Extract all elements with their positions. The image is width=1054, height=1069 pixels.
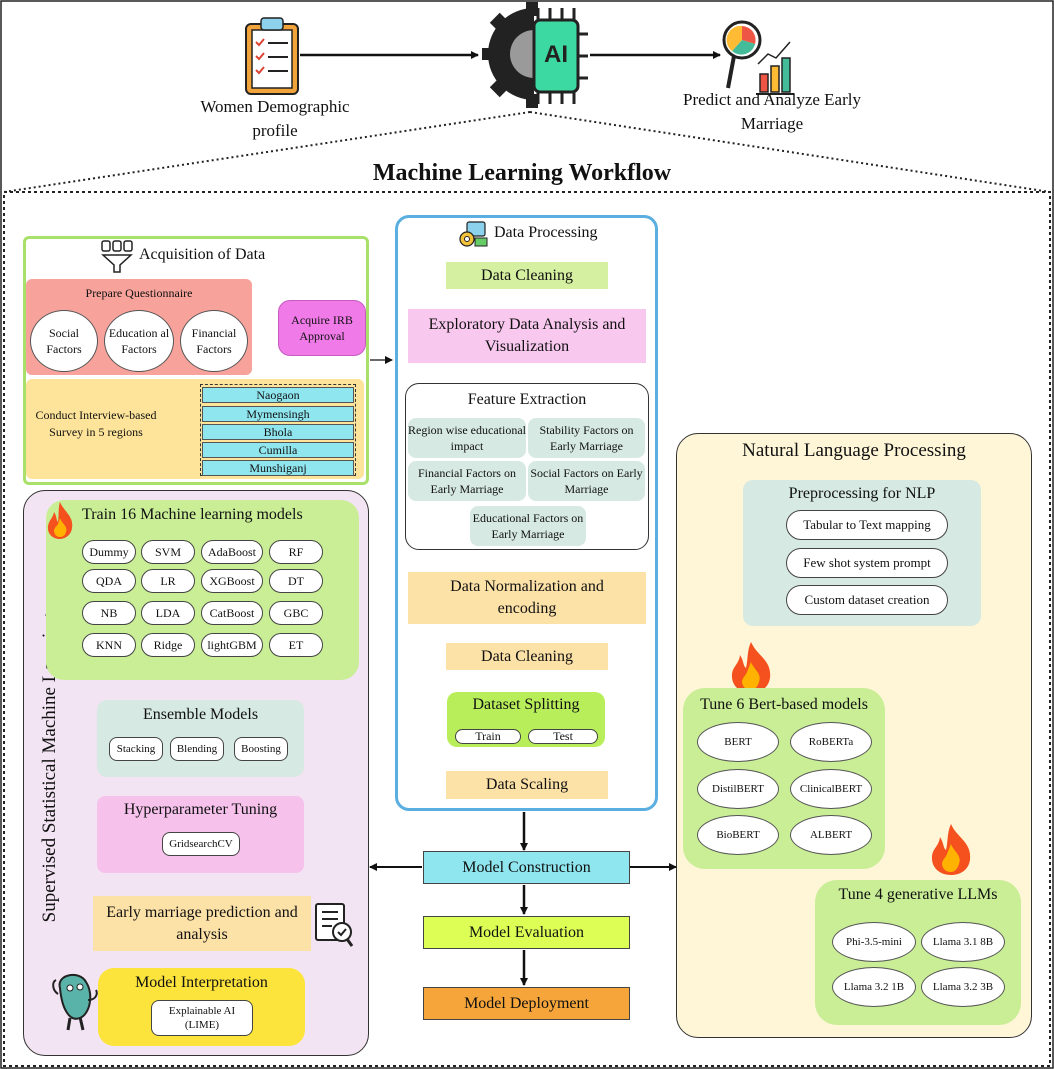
model-chip: DT — [269, 569, 323, 593]
nlp-title: Natural Language Processing — [742, 440, 966, 461]
factor-educational: Education al Factors — [104, 310, 174, 372]
ensemble-title: Ensemble Models — [142, 706, 259, 723]
train-split: Train — [455, 729, 521, 744]
feature-item: Region wise educational impact — [408, 418, 526, 458]
region-item: Cumilla — [202, 442, 354, 458]
gridsearch-chip: GridsearchCV — [162, 832, 240, 856]
model-chip: GBC — [269, 601, 323, 625]
model-chip: SVM — [141, 540, 195, 564]
region-item: Naogaon — [202, 387, 354, 403]
region-item: Mymensingh — [202, 406, 354, 422]
test-split: Test — [528, 729, 598, 744]
nlp-pre-item: Custom dataset creation — [786, 585, 948, 615]
normalization-box: Data Normalization and encoding — [408, 572, 646, 624]
irb-approval: Acquire IRB Approval — [278, 300, 366, 356]
header: Women Demographic profile AI Predic — [0, 0, 1054, 190]
questionnaire-title: Prepare Questionnaire — [85, 285, 193, 300]
hyper-title: Hyperparameter Tuning — [123, 801, 278, 818]
feature-item: Social Factors on Early Marriage — [528, 461, 645, 501]
llm-model: Llama 3.1 8B — [921, 922, 1005, 962]
bert-model: BioBERT — [697, 815, 779, 855]
ensemble-chip: Blending — [170, 737, 224, 761]
clipboard-icon — [245, 17, 299, 95]
output-label: Predict and Analyze Early Marriage — [683, 90, 861, 133]
ensemble-chip: Boosting — [234, 737, 288, 761]
llm-model: Llama 3.2 1B — [832, 967, 916, 1007]
bert-title: Tune 6 Bert-based models — [700, 696, 868, 713]
input-label: Women Demographic profile — [200, 97, 350, 140]
data-funnel-icon — [101, 240, 133, 273]
feature-item: Stability Factors on Early Marriage — [528, 418, 645, 458]
fire-icon — [47, 502, 73, 539]
model-chip: RF — [269, 540, 323, 564]
ensemble-chip: Stacking — [109, 737, 163, 761]
nlp-pre-item: Few shot system prompt — [786, 548, 948, 578]
workflow-dashed-frame — [3, 191, 1051, 1067]
llm-model: Llama 3.2 3B — [921, 967, 1005, 1007]
llm-title: Tune 4 generative LLMs — [838, 886, 998, 903]
data-scaling: Data Scaling — [446, 771, 608, 799]
survey-label: Conduct Interview-based Survey in 5 regi… — [35, 408, 157, 439]
factor-financial: Financial Factors — [180, 310, 248, 372]
lime-chip: Explainable AI (LIME) — [151, 1000, 253, 1036]
fire-icon — [731, 642, 771, 693]
analytics-icon — [722, 20, 794, 95]
fire-icon — [931, 824, 971, 875]
bert-model: ALBERT — [790, 815, 872, 855]
model-chip: QDA — [82, 569, 136, 593]
model-chip: lightGBM — [201, 633, 263, 657]
model-evaluation: Model Evaluation — [423, 916, 630, 949]
model-chip: Dummy — [82, 540, 136, 564]
feature-title: Feature Extraction — [467, 391, 587, 408]
model-chip: ET — [269, 633, 323, 657]
acquisition-title: Acquisition of Data — [139, 246, 266, 263]
region-item: Munshiganj — [202, 460, 354, 476]
nlp-pre-title: Preprocessing for NLP — [788, 485, 936, 502]
feature-item: Educational Factors on Early Marriage — [470, 506, 586, 546]
ai-gear-icon — [482, 2, 588, 108]
mascot-icon — [52, 973, 98, 1031]
splitting-title: Dataset Splitting — [472, 696, 580, 713]
llm-model: Phi-3.5-mini — [832, 922, 916, 962]
prediction-box: Early marriage prediction and analysis — [93, 896, 311, 951]
model-chip: Ridge — [141, 633, 195, 657]
model-deployment: Model Deployment — [423, 987, 630, 1020]
eda-box: Exploratory Data Analysis and Visualizat… — [408, 309, 646, 363]
model-chip: KNN — [82, 633, 136, 657]
model-chip: AdaBoost — [201, 540, 263, 564]
data-cleaning-2: Data Cleaning — [446, 643, 608, 670]
model-chip: LR — [141, 569, 195, 593]
feature-item: Financial Factors on Early Marriage — [408, 461, 526, 501]
bert-model: ClinicalBERT — [790, 769, 872, 809]
ai-label: AI — [544, 41, 568, 68]
interpretation-title: Model Interpretation — [135, 974, 268, 991]
dotted-zoom-left — [3, 111, 531, 193]
page-title: Machine Learning Workflow — [372, 159, 672, 186]
bert-model: RoBERTa — [790, 722, 872, 762]
model-construction: Model Construction — [423, 851, 630, 884]
model-chip: LDA — [141, 601, 195, 625]
model-chip: XGBoost — [201, 569, 263, 593]
factor-social: Social Factors — [30, 310, 98, 372]
model-chip: CatBoost — [201, 601, 263, 625]
bert-model: BERT — [697, 722, 779, 762]
region-item: Bhola — [202, 424, 354, 440]
model-chip: NB — [82, 601, 136, 625]
train-models-title: Train 16 Machine learning models — [82, 506, 303, 523]
processing-title: Data Processing — [494, 224, 598, 241]
processing-gear-icon — [459, 221, 488, 247]
report-icon — [315, 903, 354, 947]
bert-model: DistilBERT — [697, 769, 779, 809]
nlp-pre-item: Tabular to Text mapping — [786, 510, 948, 540]
data-cleaning-1: Data Cleaning — [446, 262, 608, 289]
